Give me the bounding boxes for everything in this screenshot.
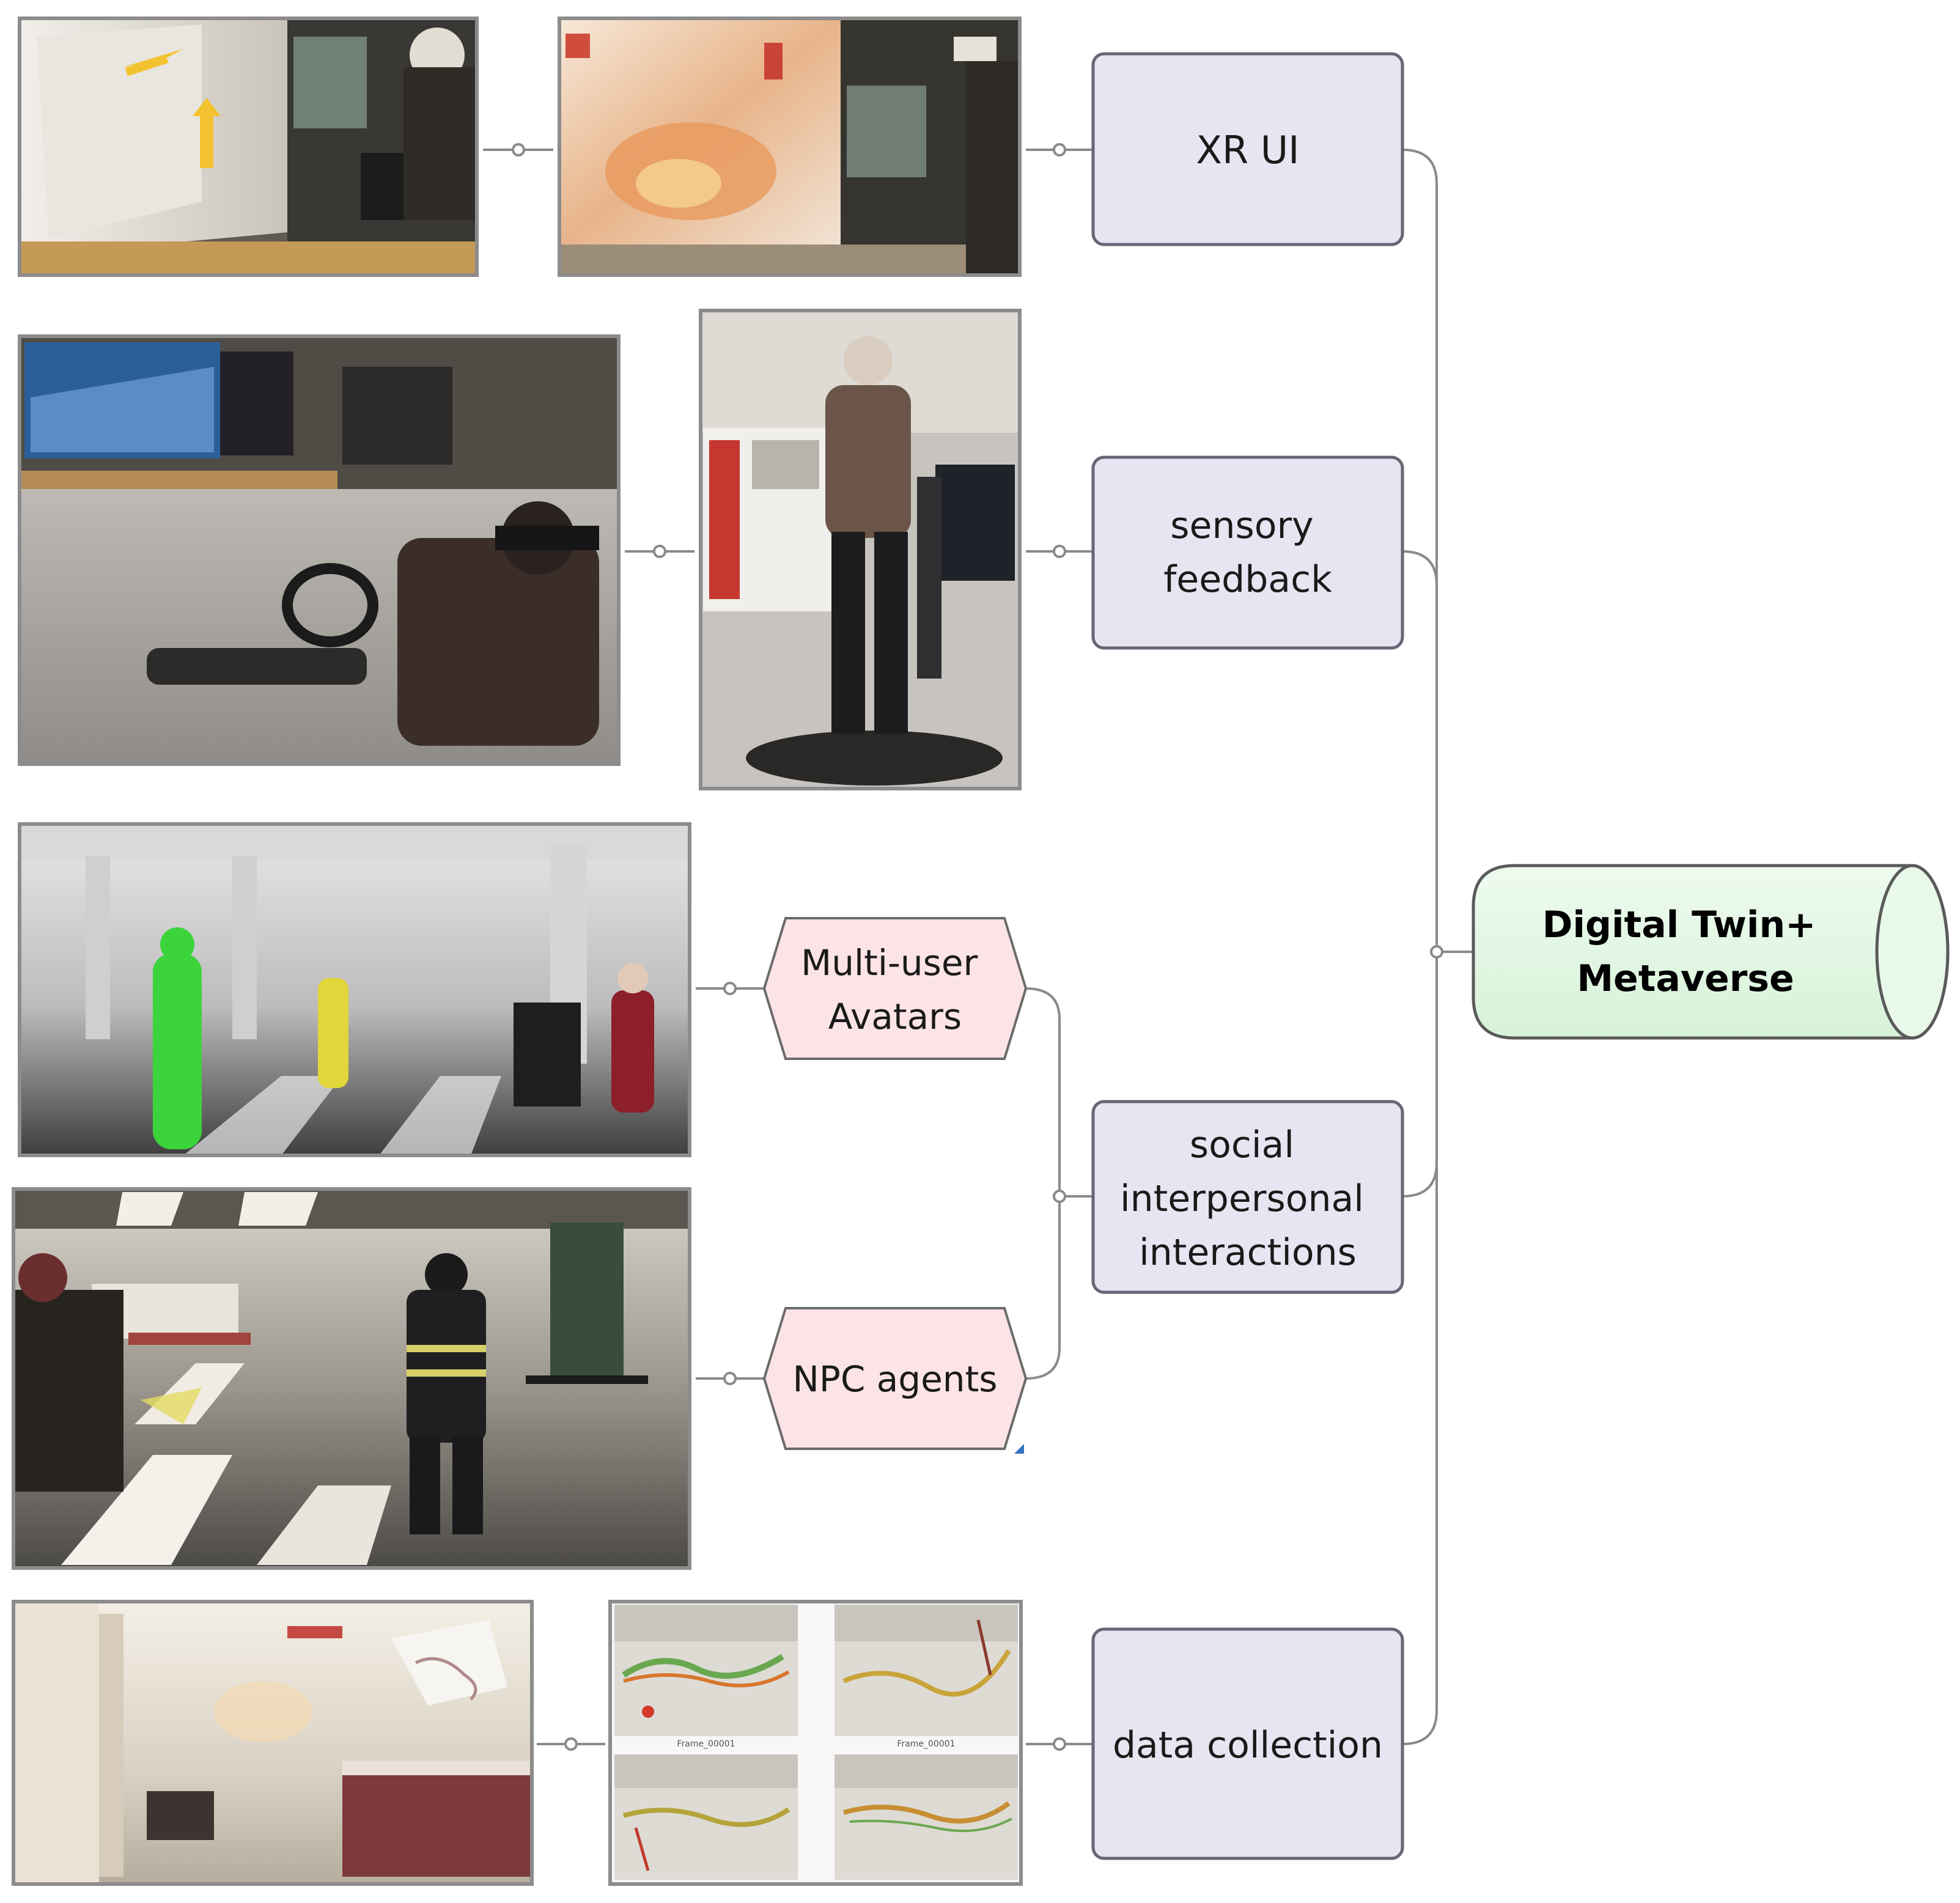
node-box (1091, 455, 1404, 650)
junction-dot (1053, 143, 1066, 156)
node-box (1091, 1100, 1404, 1294)
node-npc-agents: NPC agents (762, 1307, 1028, 1454)
junction-dot (1053, 1190, 1066, 1203)
node-label: social (1190, 1124, 1294, 1166)
frame-caption: Frame_00001 (677, 1739, 735, 1749)
node-box (1091, 52, 1404, 246)
frame-caption: Frame_00001 (897, 1739, 955, 1749)
node-multi-user-avatars: Multi-user Avatars (762, 917, 1028, 1060)
hub-label: Metaverse (1577, 957, 1794, 1000)
resize-corner-icon (1014, 1444, 1024, 1454)
svg-text:Multi-user Avatars: Multi-user Avatars (801, 942, 989, 1037)
junction-dots (512, 143, 1443, 1751)
junction-dot (653, 545, 666, 558)
node-sensory-feedback: sensory feedback (1091, 455, 1404, 650)
xr-ui-photo-1 (13, 13, 483, 282)
node-xr-ui: XR UI (1091, 52, 1404, 246)
hub-digital-twin-metaverse: Digital Twin+ Metaverse (1472, 864, 1950, 1040)
sensory-photo-1 (13, 330, 625, 770)
junction-dot (512, 143, 525, 156)
data-photo-2: Frame_00001 Frame_00001 (605, 1597, 1026, 1890)
trajectory-panel (834, 1754, 1018, 1880)
junction-dot (1053, 545, 1066, 558)
avatars-photo (13, 819, 696, 1161)
connector-social-bracket (1025, 987, 1093, 1380)
trajectory-panel (614, 1754, 798, 1880)
junction-dot (564, 1737, 578, 1751)
svg-text:Digital Twin+ Metaverse: Digital Twin+ Metaverse (1542, 904, 1829, 1000)
svg-text:social interpersonal: social interpersonal interactions (1120, 1124, 1376, 1274)
node-label: feedback (1163, 558, 1332, 601)
junction-dot (723, 1372, 737, 1385)
node-label: Avatars (828, 996, 962, 1037)
svg-text:XR UI: XR UI (1196, 128, 1300, 172)
node-label: sensory (1170, 504, 1313, 547)
node-data-collection: data collection (1091, 1627, 1404, 1860)
junction-dot (1053, 1737, 1066, 1751)
node-label: data collection (1113, 1724, 1383, 1767)
hub-cylinder-cap (1875, 864, 1950, 1040)
node-label: XR UI (1196, 128, 1300, 172)
node-social-interactions: social interpersonal interactions (1091, 1100, 1404, 1294)
node-label: interpersonal (1120, 1177, 1364, 1220)
npc-photo (7, 1183, 696, 1574)
node-hexagon (762, 1307, 1028, 1450)
hub-label: Digital Twin+ (1542, 904, 1816, 946)
node-box (1091, 1627, 1404, 1860)
svg-text:data collection: data collection (1113, 1724, 1383, 1767)
trajectory-panel: Frame_00001 (834, 1605, 1018, 1749)
svg-text:NPC agents: NPC agents (792, 1358, 997, 1400)
trajectory-panel: Frame_00001 (614, 1605, 798, 1749)
sensory-photo-2 (694, 306, 1026, 795)
node-label: NPC agents (792, 1358, 997, 1400)
svg-text:sensory feedback: sensory feedback (1163, 504, 1332, 601)
xr-ui-photo-2 (553, 13, 1026, 282)
junction-dot (723, 982, 737, 995)
node-label: Multi-user (801, 942, 978, 984)
node-hexagon (762, 917, 1028, 1060)
junction-dot (1430, 945, 1443, 959)
data-photo-1 (7, 1597, 537, 1890)
node-label: interactions (1139, 1231, 1357, 1274)
